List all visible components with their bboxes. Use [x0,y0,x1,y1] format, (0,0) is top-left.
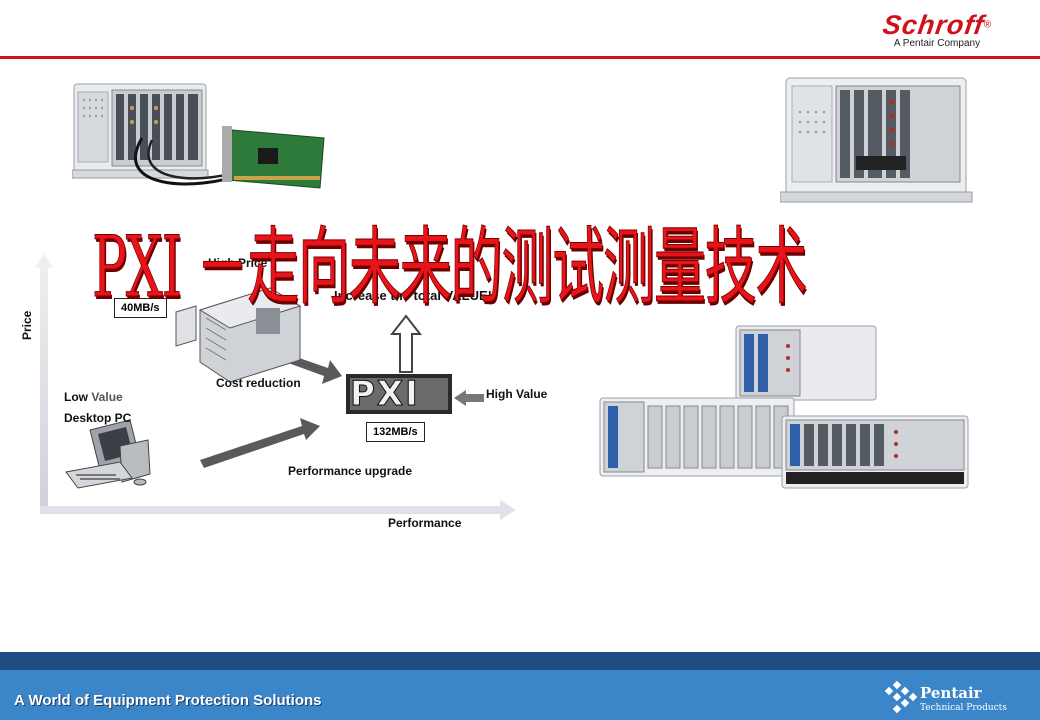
low-value-label: Low Value [64,390,123,404]
high-value-arrow [454,390,484,406]
pxi-logo-mark [346,374,452,414]
x-axis-label: Performance [388,516,462,530]
footer-slogan: A World of Equipment Protection Solution… [14,692,322,709]
cost-reduction-label: Cost reduction [216,376,301,390]
y-axis-arrow [34,254,54,506]
rate-40-badge: 40MB/s [114,298,167,318]
pxi-chassis-with-card-photo [72,83,325,189]
diagram-axes-and-arrows [34,254,516,520]
performance-upgrade-label: Performance upgrade [288,464,413,478]
slide-title: PXI －走向未来的测试测量技术 [92,218,808,317]
desktop-pc-illustration [65,419,151,489]
logo-tagline: A Pentair Company [893,38,981,49]
high-price-label: High Price [208,256,268,270]
pxi-value-diagram: Price High Price 40MB/s Increase the tot… [20,250,547,550]
increase-value-label: Increase the total VALUE! [334,288,492,303]
registered-mark: ® [983,19,992,31]
pentair-logo: Pentair Technical Products [882,676,1032,718]
y-axis-label: Price [20,310,34,340]
pxi-chassis-photo-top-right [780,77,973,203]
pxi-chassis-group-photo [599,325,969,489]
server-chassis-illustration [175,287,302,383]
schroff-logo: Schroff® A Pentair Company [852,10,1022,49]
header-divider [0,56,1040,59]
desktop-pc-label: Desktop PC [64,411,132,425]
pentair-subtitle: Technical Products [920,703,1007,713]
low-value-suffix: Value [91,390,123,404]
x-axis-arrow [40,500,516,520]
pentair-wordmark: Pentair [920,684,982,702]
rate-132-badge: 132MB/s [366,422,425,442]
low-value-prefix: Low [64,390,88,404]
logo-wordmark: Schroff [880,10,986,40]
performance-arrow [200,418,320,468]
footer-bar: A World of Equipment Protection Solution… [0,670,1040,720]
pxi-logo-text: PXI [350,374,420,415]
footer-top-band [0,652,1040,670]
increase-value-arrow [389,314,423,373]
pentair-mark-icon [884,680,918,714]
high-value-label: High Value [486,387,548,401]
